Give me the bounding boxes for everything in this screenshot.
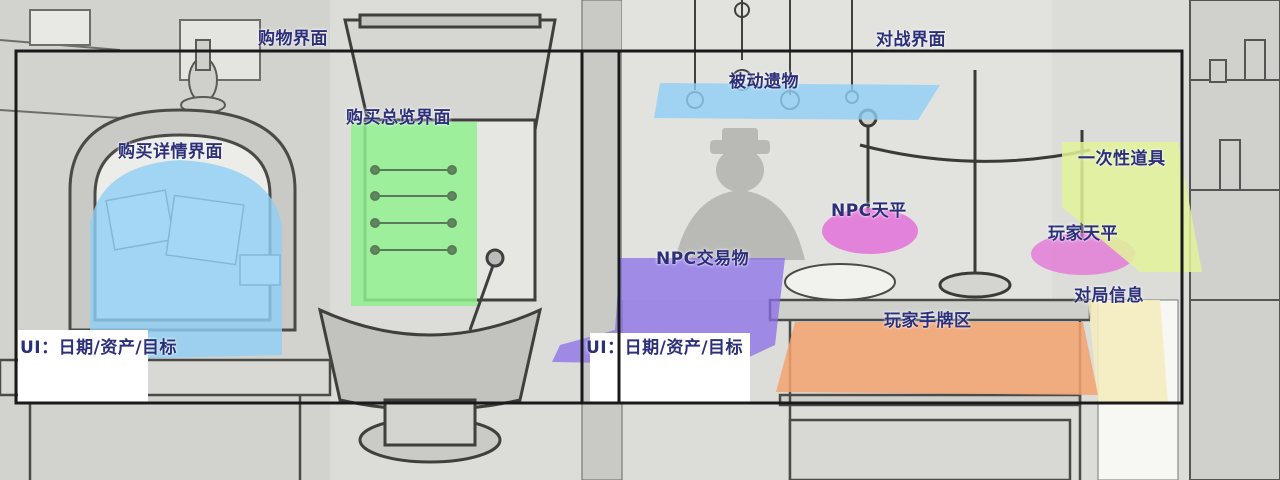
npc-trade-label: NPC交易物 <box>656 249 750 269</box>
purchase-overview-zone <box>351 122 477 306</box>
npc-scale-label: NPC天平 <box>831 201 907 221</box>
shop-screen-label: 购物界面 <box>258 29 328 49</box>
overview-rows <box>370 165 457 255</box>
passive-relics-zone <box>654 83 940 120</box>
annotation-zones <box>18 83 1202 404</box>
player-hand-label: 玩家手牌区 <box>884 311 972 331</box>
passive-relics-label: 被动遗物 <box>729 72 799 92</box>
match-info-label: 对局信息 <box>1074 286 1144 306</box>
lamp-sketch <box>180 39 226 114</box>
ui-shop-box <box>18 330 148 402</box>
ui-battle-label: UI：日期/资产/目标 <box>586 338 744 358</box>
match-info-zone <box>1088 300 1168 404</box>
player-scale-label: 玩家天平 <box>1048 224 1118 244</box>
screen-frames <box>14 49 1184 405</box>
purchase-detail-label: 购买详情界面 <box>118 142 223 162</box>
purchase-overview-label: 购买总览界面 <box>346 108 451 128</box>
npc-scale-zone <box>822 208 918 254</box>
battle-screen-frame <box>580 49 1184 405</box>
balance-scale-sketch <box>858 70 1091 299</box>
purchase-detail-zone <box>90 160 282 360</box>
consumables-label: 一次性道具 <box>1078 149 1166 169</box>
consumables-zone <box>1062 142 1202 272</box>
shadow-figure <box>675 128 805 260</box>
ui-battle-box <box>590 333 750 403</box>
shop-screen-frame <box>14 49 621 405</box>
player-hand-zone <box>776 322 1098 395</box>
ui-shop-label: UI：日期/资产/目标 <box>20 338 178 358</box>
battle-screen-label: 对战界面 <box>876 30 946 50</box>
